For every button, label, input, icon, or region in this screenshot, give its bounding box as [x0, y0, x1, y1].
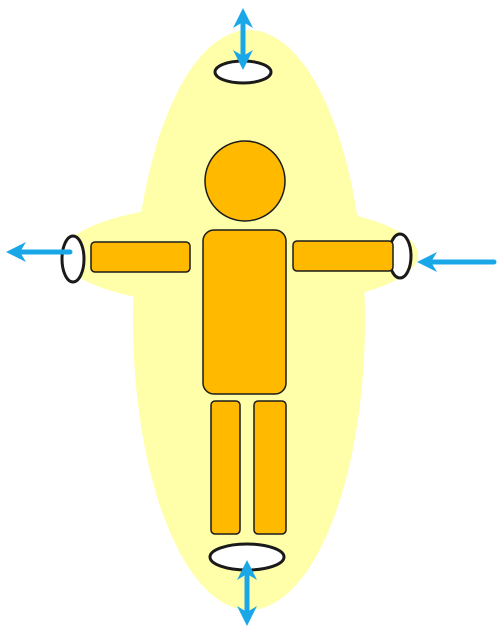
right-leg: [254, 401, 286, 534]
right-arm: [293, 241, 393, 271]
left-arm: [91, 242, 190, 272]
left-ring: [62, 236, 84, 282]
left-leg: [211, 401, 240, 534]
head: [205, 141, 285, 221]
torso: [203, 230, 286, 394]
